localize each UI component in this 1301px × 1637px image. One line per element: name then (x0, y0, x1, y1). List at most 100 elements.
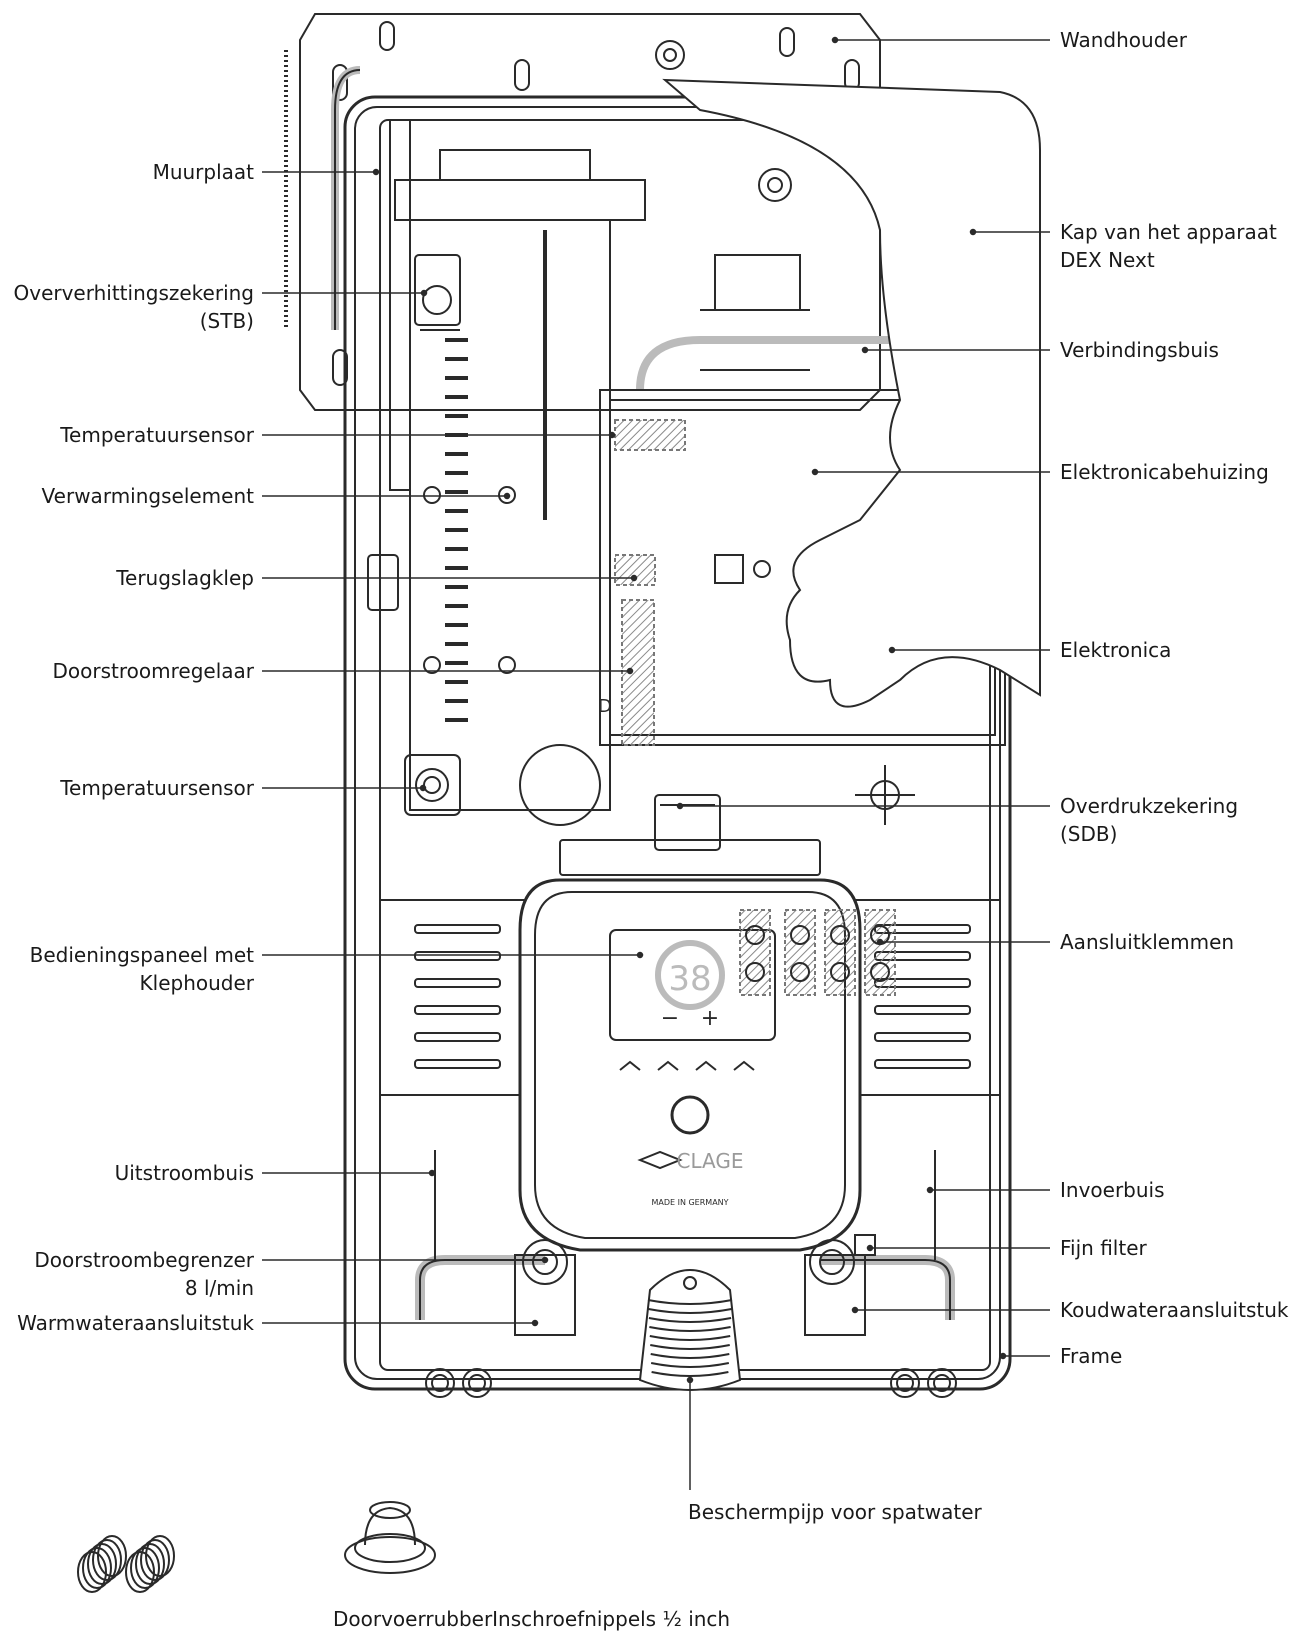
label-doorstroombegrenzer: Doorstroombegrenzer 8 l/min (34, 1248, 254, 1300)
control-panel (518, 878, 862, 1252)
label-oververhittingszekering: Oververhittingszekering (STB) (13, 281, 254, 333)
wall-plate (331, 66, 361, 330)
terminal-screw (745, 962, 765, 982)
pipe-ring (649, 1335, 731, 1341)
nipple-thread (145, 1535, 175, 1577)
screw-in-nipples (77, 1535, 175, 1593)
pipe-ring (651, 1371, 729, 1377)
nipple-thread (92, 1539, 122, 1581)
brand-logo: CLAGE (676, 1149, 743, 1173)
nipple-thread (135, 1543, 165, 1585)
pipe-ring (648, 1317, 732, 1323)
label-bedieningspaneel: Bedieningspaneel met Klephouder (29, 943, 254, 995)
terminal-screw (830, 962, 850, 982)
leader-dot (676, 802, 684, 810)
leader-dot (876, 938, 884, 946)
connection-terminals (739, 909, 896, 996)
louver-slot (414, 1059, 501, 1069)
nipple-thread (125, 1551, 155, 1593)
cold-water-connector (804, 1239, 866, 1336)
connection-tube (636, 336, 890, 391)
label-invoerbuis: Invoerbuis (1060, 1178, 1165, 1202)
label-fijn-filter: Fijn filter (1060, 1236, 1147, 1260)
flow-regulator (621, 599, 655, 746)
leader-dot (888, 646, 896, 654)
panel-plus-label: + (701, 1006, 719, 1031)
leader-dot (831, 36, 839, 44)
overheat-fuse-stb (414, 254, 461, 326)
temperature-sensor-upper (614, 419, 686, 451)
leader-dot (531, 1319, 539, 1327)
label-overdrukzekering: Overdrukzekering (SDB) (1060, 794, 1239, 846)
panel-temperature: 38 (668, 959, 711, 999)
terminal-strip (559, 839, 821, 876)
louver-slot (874, 1059, 971, 1069)
mounting-cross (855, 765, 915, 825)
wall-bracket (284, 13, 881, 411)
pipe-ring (650, 1362, 730, 1368)
label-koudwateraansluitstuk: Koudwateraansluitstuk (1060, 1298, 1289, 1322)
leader-dot (686, 1376, 694, 1384)
pipe-ring (650, 1353, 730, 1359)
nipple-thread (87, 1543, 117, 1585)
louver-slot (414, 1032, 501, 1042)
splash-protection-pipe (638, 1269, 742, 1391)
overpressure-fuse-sdb (654, 794, 721, 851)
label-temperatuursensor-2: Temperatuursensor (60, 776, 254, 800)
connection-fitting (714, 254, 801, 311)
heating-element (389, 119, 646, 826)
louver-slot (414, 1005, 501, 1015)
bottom-mount-holes (425, 1368, 957, 1398)
leader-dot (926, 1186, 934, 1194)
nipple-thread (82, 1547, 112, 1589)
label-terugslagklep: Terugslagklep (116, 566, 254, 590)
louver-slot (414, 978, 501, 988)
louver-slot (874, 1032, 971, 1042)
label-elektronica: Elektronica (1060, 638, 1172, 662)
terminal-screw (790, 925, 810, 945)
pipe-ring (649, 1326, 731, 1332)
label-frame: Frame (1060, 1344, 1123, 1368)
nipple-thread (97, 1535, 127, 1577)
louver-slot (414, 951, 501, 961)
label-protection-pipe: Beschermpijp voor spatwater (688, 1500, 982, 1524)
terminal-screw (870, 962, 890, 982)
inlet-pipe (820, 1150, 955, 1320)
device-hood (662, 78, 1041, 708)
panel-chevron (657, 1060, 679, 1071)
nipple-thread (130, 1547, 160, 1589)
terminal-screw (790, 962, 810, 982)
leader-dot (419, 784, 427, 792)
leader-dot (503, 492, 511, 500)
label-accessories: DoorvoerrubberInschroefnippels ½ inch (333, 1607, 731, 1631)
leader-dot (608, 431, 616, 439)
panel-minus-label: − (661, 1006, 679, 1031)
leader-dot (626, 667, 634, 675)
pipe-ring (647, 1299, 733, 1305)
label-doorstroomregelaar: Doorstroomregelaar (52, 659, 254, 683)
top-bolt (758, 168, 792, 202)
terminal-screw (745, 925, 765, 945)
holder-clip (367, 554, 399, 611)
temperature-sensor-lower (404, 754, 461, 816)
nipple-thread (77, 1551, 107, 1593)
nipple-thread (140, 1539, 170, 1581)
leader-dot (420, 289, 428, 297)
fine-filter (854, 1234, 876, 1256)
made-in-label: MADE IN GERMANY (651, 1198, 728, 1207)
label-kap: Kap van het apparaat DEX Next (1060, 220, 1277, 272)
leader-dot (999, 1352, 1007, 1360)
label-temperatuursensor-1: Temperatuursensor (60, 423, 254, 447)
label-elektronicabehuizing: Elektronicabehuizing (1060, 460, 1269, 484)
label-warmwateraansluitstuk: Warmwateraansluitstuk (17, 1311, 254, 1335)
label-uitstroombuis: Uitstroombuis (114, 1161, 254, 1185)
leader-dot (636, 951, 644, 959)
louvers-left (414, 924, 501, 1069)
pipe-ring (648, 1308, 732, 1314)
leader-dot (372, 168, 380, 176)
leader-dot (811, 468, 819, 476)
label-verwarmingselement: Verwarmingselement (41, 484, 254, 508)
louver-slot (874, 1005, 971, 1015)
leader-dot (428, 1169, 436, 1177)
